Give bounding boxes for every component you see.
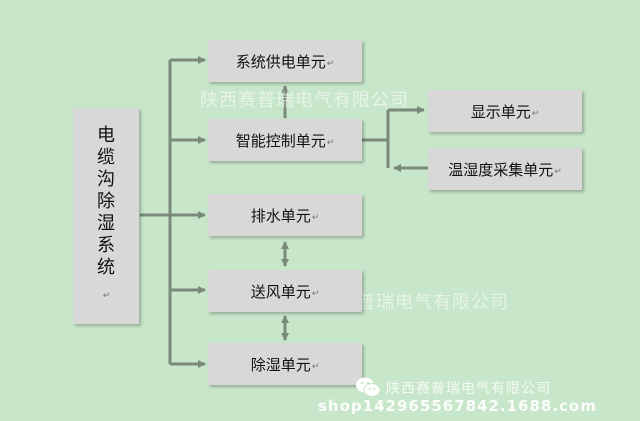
- root-system-label: 电缆沟除湿系统: [97, 125, 115, 279]
- unit-dehum-box: 除湿单元↵: [208, 343, 362, 385]
- unit-supply-label: 送风单元: [250, 282, 311, 301]
- sub-unit-sensor-label: 温湿度采集单元: [448, 160, 554, 179]
- watermark-company-top: 陕西赛普瑞电气有限公司: [200, 90, 409, 111]
- unit-power-label: 系统供电单元: [235, 52, 326, 71]
- root-label-char: 湿: [97, 213, 115, 234]
- root-label-char: 缆: [97, 147, 115, 168]
- root-label-char: 电: [97, 125, 115, 146]
- sub-unit-display-box: 显示单元↵: [428, 90, 582, 132]
- unit-power-box: 系统供电单元↵: [208, 40, 362, 82]
- unit-dehum-label: 除湿单元: [250, 355, 311, 374]
- watermark-company-bottom: 陕西赛普瑞电气有限公司: [386, 381, 551, 397]
- unit-supply-box: 送风单元↵: [208, 270, 362, 312]
- watermark-url: shop142965567842.1688.com: [318, 397, 597, 415]
- root-label-char: 沟: [97, 169, 115, 190]
- unit-drain-label: 排水单元: [250, 206, 311, 225]
- sub-unit-display-label: 显示单元: [470, 102, 531, 121]
- paragraph-mark: ↵: [102, 291, 111, 301]
- root-system-box: 电缆沟除湿系统 ↵: [73, 108, 139, 324]
- sub-unit-sensor-box: 温湿度采集单元↵: [428, 148, 582, 190]
- root-label-char: 系: [97, 235, 115, 256]
- unit-control-box: 智能控制单元↵: [208, 119, 362, 161]
- wechat-logo-icon: [356, 377, 381, 397]
- unit-drain-box: 排水单元↵: [208, 194, 362, 236]
- unit-control-label: 智能控制单元: [235, 131, 326, 150]
- root-label-char: 统: [97, 257, 115, 278]
- root-label-char: 除: [97, 191, 115, 212]
